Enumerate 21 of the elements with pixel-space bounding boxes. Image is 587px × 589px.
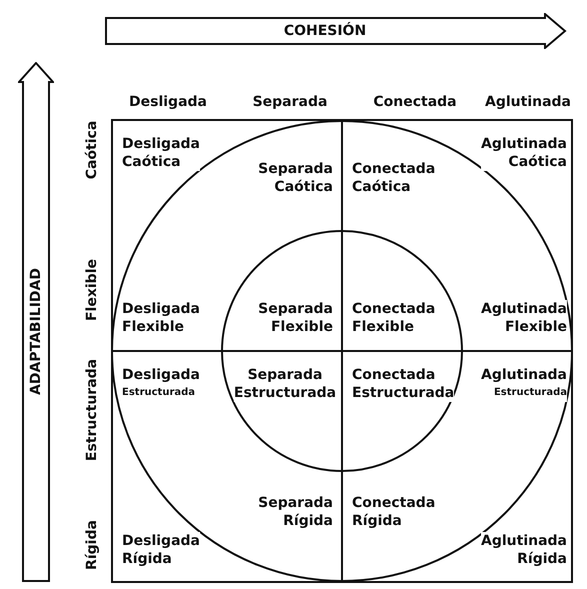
cell-label: Desligada Rígida [122,532,200,568]
cell-label: Conectada Rígida [352,494,436,530]
column-heading: Aglutinada [485,93,571,111]
column-heading: Separada [252,93,328,111]
cell-label: Conectada Estructurada [352,366,454,402]
axis-title: ADAPTABILIDAD [28,268,44,395]
cell-label: Aglutinada Estructurada [481,366,567,402]
cell-label: Aglutinada Rígida [481,532,567,568]
row-heading: Caótica [83,120,101,180]
row-heading: Flexible [83,259,101,321]
cell-label: Separada Rígida [258,494,333,530]
row-heading: Estructurada [83,358,101,462]
axis-title: COHESIÓN [284,23,366,39]
cell-label: Aglutinada Caótica [481,135,567,171]
row-heading: Rígida [83,520,101,570]
block-arrow [18,62,54,582]
cell-label: Desligada Caótica [122,135,200,171]
column-heading: Desligada [129,93,207,111]
cell-label: Separada Estructurada [234,366,336,402]
column-heading: Conectada [373,93,457,111]
block-arrow [105,13,567,49]
